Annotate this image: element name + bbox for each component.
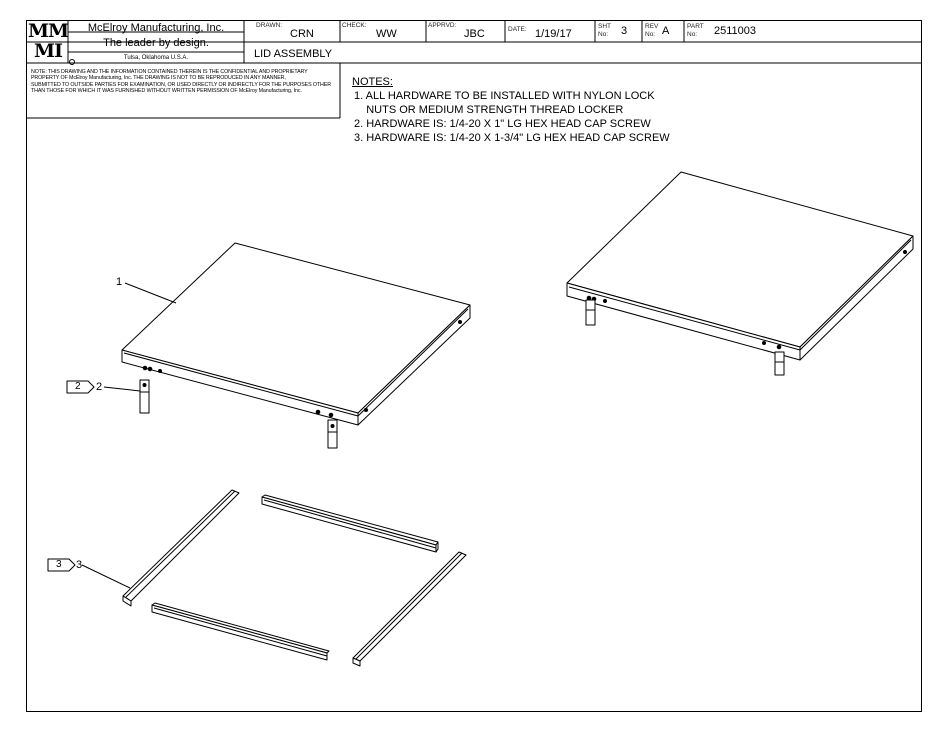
callout-box-qty-3 bbox=[47, 558, 76, 572]
check-label: CHECK: bbox=[342, 22, 367, 29]
frame-rail bbox=[122, 489, 240, 607]
callout-item-1: 1 bbox=[116, 276, 123, 288]
frame-rail bbox=[261, 494, 439, 553]
check-value: WW bbox=[376, 28, 397, 40]
sheet-border bbox=[26, 20, 922, 712]
callout-qty-3: 3 bbox=[56, 559, 62, 570]
sheet-label-2: No: bbox=[598, 31, 609, 38]
note-line: 3. HARDWARE IS: 1/4-20 X 1-3/4" LG HEX H… bbox=[354, 132, 670, 144]
apprvd-label: APPRVD: bbox=[428, 22, 457, 29]
company-name: McElroy Manufacturing, Inc. bbox=[87, 22, 225, 34]
rev-label-1: REV bbox=[645, 23, 659, 30]
sheet-value: 3 bbox=[621, 25, 628, 37]
logo-line-2: MI bbox=[34, 40, 63, 62]
notes-heading: NOTES: bbox=[352, 76, 393, 88]
frame-rail bbox=[151, 602, 330, 661]
frame-rail bbox=[352, 551, 467, 667]
rev-value: A bbox=[662, 25, 670, 37]
drawing-title: LID ASSEMBLY bbox=[254, 48, 333, 60]
part-value: 2511003 bbox=[714, 25, 757, 37]
confidentiality-line: SUBMITTED TO OUTSIDE PARTIES FOR EXAMINA… bbox=[31, 81, 331, 88]
rev-label-2: No: bbox=[645, 31, 656, 38]
leader-line bbox=[124, 282, 177, 304]
note-line: 2. HARDWARE IS: 1/4-20 X 1" LG HEX HEAD … bbox=[354, 118, 651, 130]
note-line: 1. ALL HARDWARE TO BE INSTALLED WITH NYL… bbox=[354, 90, 655, 102]
leader-line bbox=[81, 564, 131, 589]
confidentiality-line: PROPERTY OF McElroy Manufacturing, Inc. … bbox=[31, 75, 286, 82]
leader-line bbox=[103, 386, 141, 392]
lid-assembly-left bbox=[121, 242, 471, 449]
note-line: NUTS OR MEDIUM STRENGTH THREAD LOCKER bbox=[354, 104, 624, 116]
company-tagline: The leader by design. bbox=[103, 37, 209, 49]
lid-assembly-right bbox=[566, 171, 914, 376]
mcelroy-logo: MM MI bbox=[28, 20, 69, 63]
drawn-value: CRN bbox=[290, 28, 314, 40]
callout-item-3: 3 bbox=[76, 559, 83, 571]
part-label-1: PART bbox=[687, 23, 704, 30]
logo-line-1: MM bbox=[28, 20, 69, 42]
date-value: 1/19/17 bbox=[535, 28, 572, 40]
drawn-label: DRAWN: bbox=[256, 22, 283, 29]
notes-block: NOTES: 1. ALL HARDWARE TO BE INSTALLED W… bbox=[352, 75, 670, 145]
date-label: DATE: bbox=[508, 26, 527, 33]
apprvd-value: JBC bbox=[464, 28, 485, 40]
confidentiality-note: NOTE: THIS DRAWING AND THE INFORMATION C… bbox=[31, 69, 331, 95]
callout-box-qty-2 bbox=[66, 380, 95, 394]
company-location: Tulsa, Oklahoma U.S.A. bbox=[123, 55, 189, 61]
registered-circle-icon bbox=[68, 53, 78, 65]
sheet-label-1: SHT bbox=[598, 23, 611, 30]
part-label-2: No: bbox=[687, 31, 698, 38]
callout-item-2: 2 bbox=[96, 381, 103, 393]
confidentiality-line: THAN THOSE FOR WHICH IT WAS FURNISHED WI… bbox=[31, 88, 302, 95]
confidentiality-line: NOTE: THIS DRAWING AND THE INFORMATION C… bbox=[31, 69, 308, 75]
callout-qty-2: 2 bbox=[75, 381, 81, 392]
